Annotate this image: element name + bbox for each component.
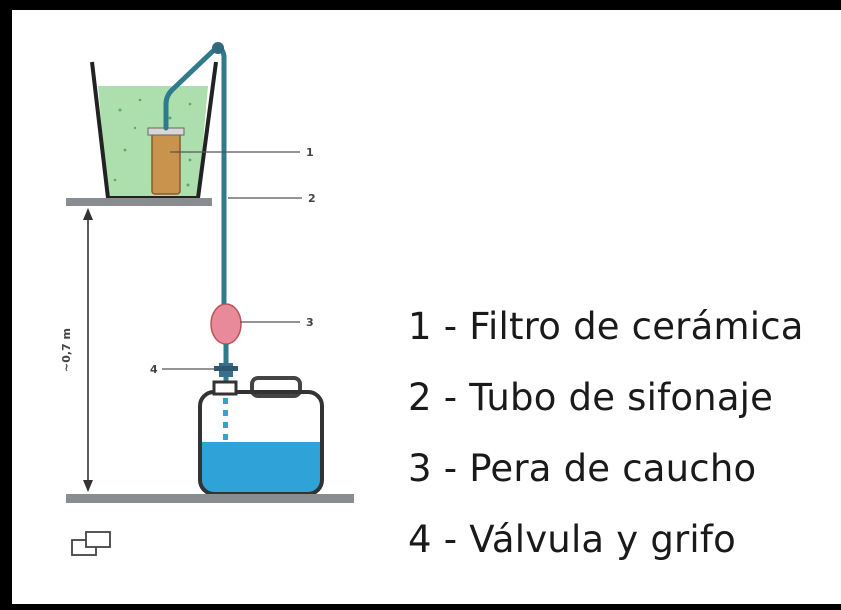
callout-4: 4 — [150, 363, 158, 376]
jerrycan-water — [200, 442, 322, 494]
legend-item-2: 2 - Tubo de sifonaje — [408, 376, 774, 419]
upper-shelf — [66, 198, 212, 206]
callout-3: 3 — [306, 316, 314, 329]
callout-2: 2 — [308, 192, 316, 205]
rubber-bulb — [210, 303, 242, 345]
legend-item-1: 1 - Filtro de cerámica — [408, 305, 804, 348]
tube-top-joint — [212, 42, 224, 54]
ceramic-filter — [151, 131, 181, 195]
lower-shelf — [66, 494, 354, 503]
expand-icon[interactable] — [71, 531, 111, 556]
height-arrow-top — [83, 208, 93, 220]
height-label: ~0,7 m — [60, 328, 73, 372]
legend-item-4: 4 - Válvula y grifo — [408, 518, 736, 561]
valve-handle — [214, 366, 238, 371]
bucket-particles — [113, 98, 192, 187]
height-arrow-bottom — [83, 480, 93, 492]
water-drops — [223, 398, 228, 440]
legend: 1 - Filtro de cerámica 2 - Tubo de sifon… — [408, 300, 804, 584]
legend-item-3: 3 - Pera de caucho — [408, 447, 757, 490]
jerrycan-handle — [250, 376, 302, 398]
callout-1: 1 — [306, 146, 314, 159]
jerrycan-spout — [212, 380, 238, 396]
